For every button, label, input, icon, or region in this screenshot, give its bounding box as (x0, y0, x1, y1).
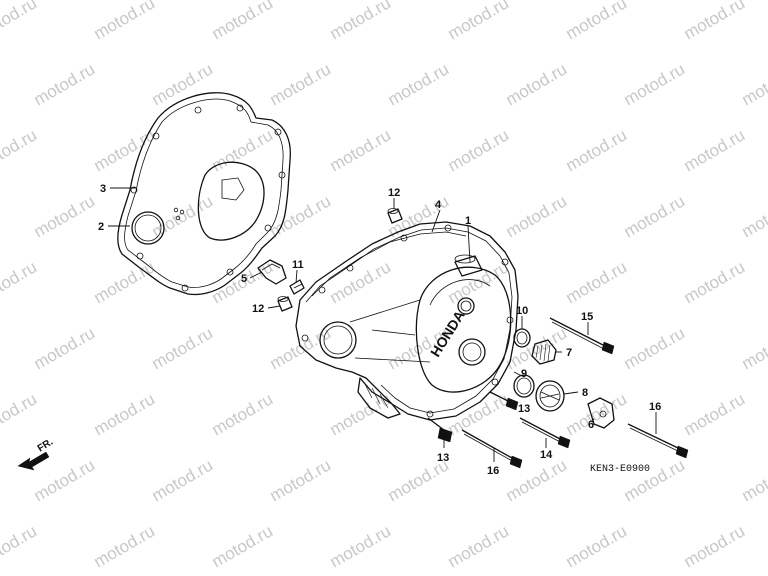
oring-part-10 (513, 328, 531, 348)
callout-13-left: 13 (437, 452, 449, 464)
watermark-text: motod.ru (563, 521, 631, 571)
oring-part-9 (513, 374, 535, 398)
watermark-text: motod.ru (91, 389, 159, 439)
watermark-text: motod.ru (681, 257, 749, 307)
bracket-part-6 (587, 397, 615, 429)
bolt-part-15 (549, 317, 615, 355)
cable-clamp-part (257, 259, 287, 285)
watermark-text: motod.ru (385, 59, 453, 109)
callout-13-right: 13 (518, 403, 530, 415)
bolt-part-16-right (627, 423, 689, 459)
callout-11: 11 (292, 259, 304, 271)
plug-part-7 (531, 339, 557, 365)
gasket-part (117, 92, 291, 296)
callout-10: 10 (516, 305, 528, 317)
cap-part-8 (535, 380, 565, 412)
watermark-text: motod.ru (91, 521, 159, 571)
callout-12-lower: 12 (252, 303, 264, 315)
watermark-text: motod.ru (0, 125, 40, 175)
bolt-part-16-left (461, 429, 523, 469)
callout-15: 15 (581, 311, 593, 323)
watermark-text: motod.ru (31, 323, 99, 373)
callout-7: 7 (566, 347, 572, 359)
callout-4: 4 (435, 199, 442, 211)
leader-lines (108, 187, 657, 462)
watermark-text: motod.ru (563, 257, 631, 307)
watermark-text: motod.ru (0, 521, 40, 571)
watermark-text: motod.ru (267, 323, 335, 373)
watermark-text: motod.ru (503, 191, 571, 241)
watermark-text: motod.ru (445, 125, 513, 175)
watermark-text: motod.ru (31, 59, 99, 109)
watermark-text: motod.ru (563, 389, 631, 439)
watermark-text: motod.ru (445, 0, 513, 43)
watermark-text: motod.ru (563, 125, 631, 175)
watermark-text: motod.ru (0, 257, 40, 307)
watermark-text: motod.ru (149, 455, 217, 505)
callout-14: 14 (540, 449, 553, 461)
watermark-text: motod.ru (209, 0, 277, 43)
watermark-text: motod.ru (681, 389, 749, 439)
callout-2: 2 (98, 221, 104, 233)
callout-1: 1 (465, 215, 471, 227)
watermark-text: motod.ru (621, 455, 689, 505)
watermark-text: motod.ru (327, 0, 395, 43)
watermark-text: motod.ru (563, 0, 631, 43)
callout-labels: 3 2 4 1 12 5 11 12 15 10 7 9 8 13 6 16 1… (98, 183, 661, 477)
watermark-text: motod.ru (621, 59, 689, 109)
watermark-text: motod.ru (503, 59, 571, 109)
watermark-text: motod.ru (31, 455, 99, 505)
watermark-text: motod.ru (327, 125, 395, 175)
watermark-text: motod.ru (149, 323, 217, 373)
watermark-text: motod.ru (327, 257, 395, 307)
dowel-pin-lower (277, 296, 293, 312)
watermark-text: motod.ru (149, 59, 217, 109)
bolt-part-14 (519, 417, 571, 449)
watermark-text: motod.ru (0, 0, 40, 43)
watermark-text: motod.ru (681, 125, 749, 175)
watermark-text: motod.ru (681, 521, 749, 571)
bolt-part-13-upper (489, 391, 519, 411)
watermark-text: motod.ru (209, 125, 277, 175)
watermark-text: motod.ru (267, 59, 335, 109)
watermark-text: motod.ru (621, 323, 689, 373)
callout-16-left: 16 (487, 465, 499, 477)
case-cover-part: HONDA (295, 221, 519, 421)
watermark-text: motod.ru (621, 191, 689, 241)
watermark-text: motod.ru (445, 521, 513, 571)
bolt-part-11 (289, 279, 305, 295)
watermark-text: motod.ru (91, 0, 159, 43)
front-direction-indicator: FR. (17, 437, 56, 471)
callout-9: 9 (521, 368, 527, 380)
watermark-text: motod.ru (267, 455, 335, 505)
watermark-text: motod.ru (327, 389, 395, 439)
watermark-text: motod.ru (31, 191, 99, 241)
callout-3: 3 (100, 183, 106, 195)
bolt-part-13-lower (427, 417, 453, 443)
direction-label: FR. (36, 437, 56, 455)
callout-8: 8 (582, 387, 588, 399)
callout-16-right: 16 (649, 401, 661, 413)
watermark-text: motod.ru (739, 455, 768, 505)
watermark-text: motod.ru (327, 521, 395, 571)
front-arrow-icon (17, 451, 50, 471)
callout-12-upper: 12 (388, 187, 400, 199)
watermark-text: motod.ru (209, 521, 277, 571)
watermark-text: motod.ru (739, 191, 768, 241)
diagram-code: KEN3-E0900 (590, 464, 650, 475)
watermark-text: motod.ru (681, 0, 749, 43)
watermark-text: motod.ru (0, 389, 40, 439)
dowel-pin-upper (387, 208, 403, 224)
watermark-text: motod.ru (739, 59, 768, 109)
callout-5: 5 (241, 273, 247, 285)
watermark-text: motod.ru (209, 389, 277, 439)
watermark-text: motod.ru (445, 389, 513, 439)
callout-6: 6 (588, 419, 594, 431)
watermark-text: motod.ru (739, 323, 768, 373)
